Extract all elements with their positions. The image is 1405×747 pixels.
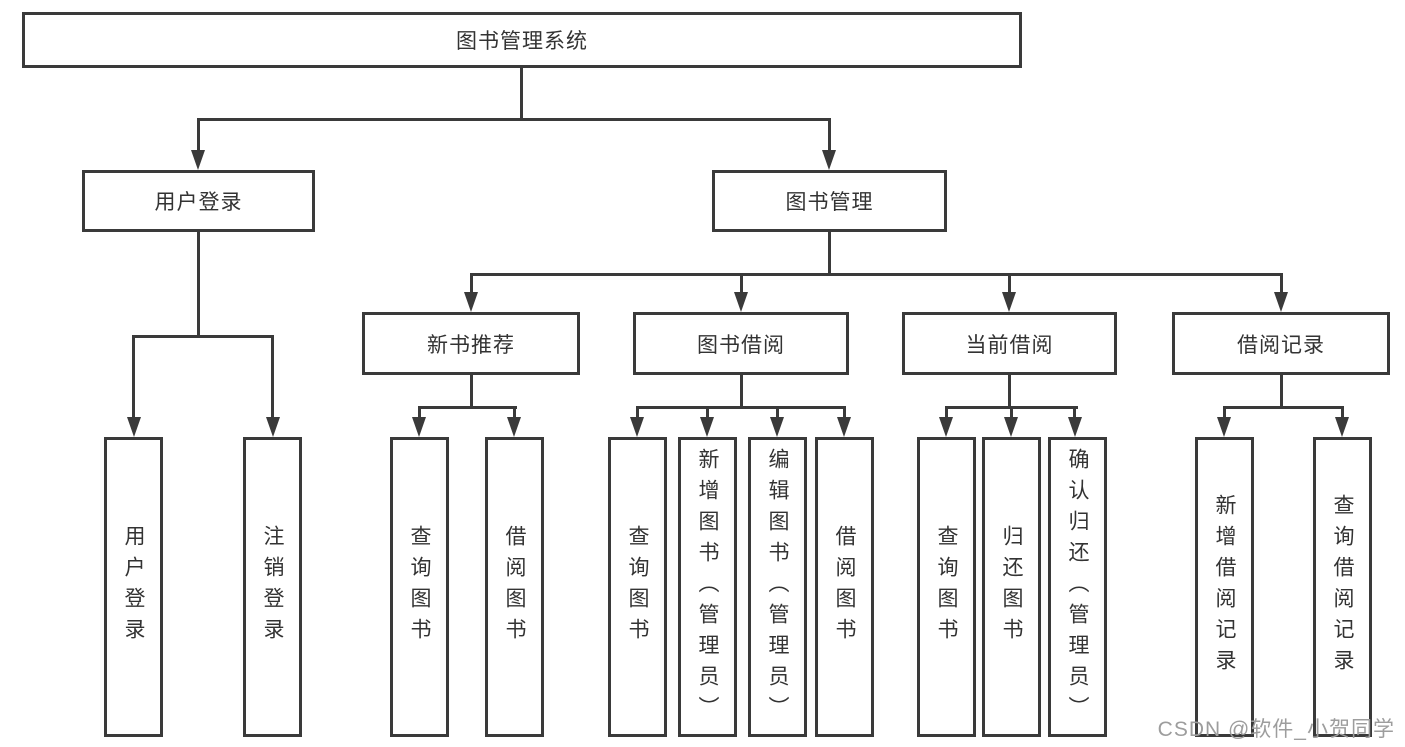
arrow-down-icon — [1274, 292, 1288, 312]
node-label: 借阅图书 — [503, 525, 526, 649]
connector-line — [132, 335, 273, 338]
node-label: 查询借阅记录 — [1331, 494, 1354, 680]
arrow-down-icon — [1068, 417, 1082, 437]
leaf-add-book-admin: 新增图书（管理员） — [678, 437, 737, 737]
arrow-down-icon — [266, 417, 280, 437]
node-label: 归还图书 — [1000, 525, 1023, 649]
watermark: CSDN @软件_小贺同学 — [1157, 718, 1395, 741]
connector-line — [706, 406, 709, 420]
connector-line — [1280, 375, 1283, 407]
connector-line — [1223, 406, 1344, 409]
connector-line — [513, 406, 516, 420]
connector-line — [740, 273, 743, 295]
node-label: 查询图书 — [935, 525, 958, 649]
node-root: 图书管理系统 — [22, 12, 1022, 68]
node-borrow-records: 借阅记录 — [1172, 312, 1390, 375]
connector-line — [1280, 273, 1283, 295]
connector-line — [828, 232, 831, 276]
connector-line — [828, 118, 831, 154]
arrow-down-icon — [700, 417, 714, 437]
leaf-query-books-borrow: 查询图书 — [608, 437, 667, 737]
arrow-down-icon — [630, 417, 644, 437]
arrow-down-icon — [770, 417, 784, 437]
node-book-management: 图书管理 — [712, 170, 947, 232]
connector-line — [1341, 406, 1344, 420]
connector-line — [470, 375, 473, 407]
node-label: 新增图书（管理员） — [696, 447, 719, 727]
node-label: 借阅记录 — [1237, 333, 1325, 357]
node-label: 用户登录 — [154, 191, 243, 214]
leaf-logout: 注销登录 — [243, 437, 302, 737]
node-label: 确认归还（管理员） — [1066, 447, 1089, 727]
arrow-down-icon — [939, 417, 953, 437]
leaf-confirm-return-admin: 确认归还（管理员） — [1048, 437, 1107, 737]
leaf-query-borrow-record: 查询借阅记录 — [1313, 437, 1372, 737]
arrow-down-icon — [837, 417, 851, 437]
node-label: 新书推荐 — [427, 333, 515, 357]
connector-line — [520, 68, 523, 118]
connector-line — [776, 406, 779, 420]
connector-line — [1008, 375, 1011, 407]
node-label: 借阅图书 — [833, 525, 856, 649]
arrow-down-icon — [1002, 292, 1016, 312]
connector-line — [1010, 406, 1013, 420]
connector-line — [1223, 406, 1226, 420]
node-label: 查询图书 — [408, 525, 431, 649]
connector-line — [470, 273, 473, 295]
node-user-login: 用户登录 — [82, 170, 315, 232]
connector-line — [418, 406, 517, 409]
node-label: 新增借阅记录 — [1213, 494, 1236, 680]
arrow-down-icon — [822, 150, 836, 170]
node-label: 当前借阅 — [965, 333, 1054, 357]
connector-line — [1073, 406, 1076, 420]
leaf-edit-book-admin: 编辑图书（管理员） — [748, 437, 807, 737]
node-label: 图书管理系统 — [456, 30, 588, 53]
node-label: 注销登录 — [261, 525, 284, 649]
leaf-borrow-books-recommend: 借阅图书 — [485, 437, 544, 737]
connector-line — [197, 232, 200, 336]
connector-line — [197, 118, 200, 154]
arrow-down-icon — [412, 417, 426, 437]
connector-line — [197, 118, 831, 121]
connector-line — [418, 406, 421, 420]
connector-line — [271, 335, 274, 420]
connector-line — [1008, 273, 1011, 295]
arrow-down-icon — [507, 417, 521, 437]
arrow-down-icon — [1004, 417, 1018, 437]
connector-line — [740, 375, 743, 407]
node-label: 查询图书 — [626, 525, 649, 649]
connector-line — [132, 335, 135, 420]
arrow-down-icon — [1335, 417, 1349, 437]
arrow-down-icon — [1217, 417, 1231, 437]
leaf-user-login: 用户登录 — [104, 437, 163, 737]
leaf-query-books-recommend: 查询图书 — [390, 437, 449, 737]
arrow-down-icon — [464, 292, 478, 312]
node-book-borrowing: 图书借阅 — [633, 312, 849, 375]
connector-line — [636, 406, 846, 409]
leaf-return-book: 归还图书 — [982, 437, 1041, 737]
node-new-book-recommend: 新书推荐 — [362, 312, 580, 375]
node-label: 图书管理 — [785, 191, 874, 214]
node-label: 用户登录 — [122, 525, 145, 649]
node-current-borrowing: 当前借阅 — [902, 312, 1117, 375]
connector-line — [945, 406, 948, 420]
node-label: 图书借阅 — [697, 333, 785, 357]
arrow-down-icon — [734, 292, 748, 312]
leaf-add-borrow-record: 新增借阅记录 — [1195, 437, 1254, 737]
node-label: 编辑图书（管理员） — [766, 447, 789, 727]
connector-line — [843, 406, 846, 420]
leaf-borrow-books: 借阅图书 — [815, 437, 874, 737]
arrow-down-icon — [191, 150, 205, 170]
leaf-query-books-current: 查询图书 — [917, 437, 976, 737]
connector-line — [470, 273, 1282, 276]
connector-line — [636, 406, 639, 420]
arrow-down-icon — [127, 417, 141, 437]
